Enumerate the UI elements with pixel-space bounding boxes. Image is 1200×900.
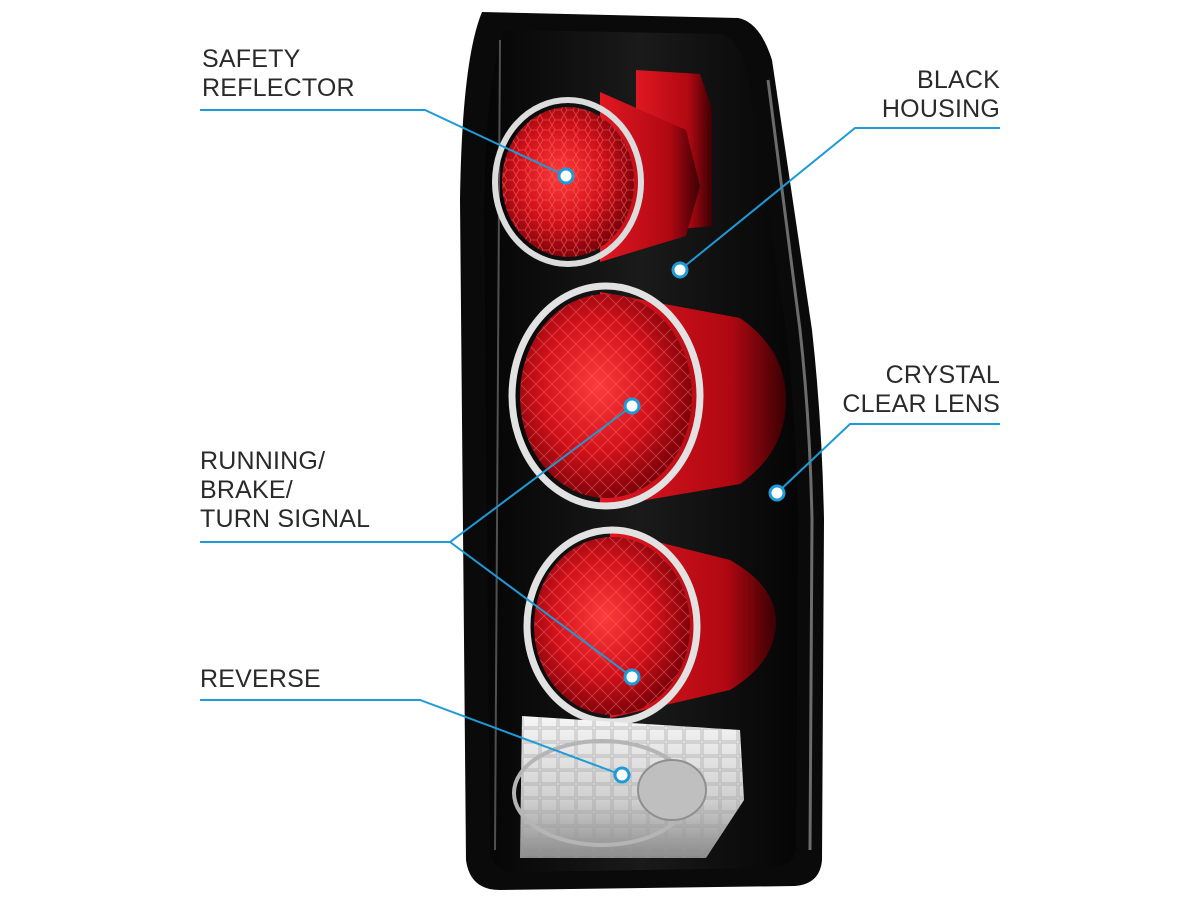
crystal-lens-edge — [766, 79, 814, 851]
label-turn-signal-line: TURN SIGNAL — [200, 505, 371, 533]
label-crystal-clear-lens-line-1: CRYSTAL — [885, 361, 1000, 389]
label-running-line: RUNNING/ — [200, 447, 326, 475]
label-crystal-clear-lens: CRYSTAL CLEAR LENS — [842, 361, 1000, 419]
leader-safety-reflector — [200, 109, 567, 177]
leader-reverse — [200, 699, 623, 776]
dot-black-housing — [671, 261, 689, 279]
dot-safety-reflector — [557, 167, 575, 185]
upper-lens-chrome-ring — [508, 282, 704, 510]
leader-running-brake-turn-lower — [449, 541, 633, 678]
upper-stop-turn-lens — [508, 282, 786, 510]
inner-chrome-trim — [494, 39, 501, 851]
upper-lens-pattern — [520, 294, 692, 498]
label-crystal-clear-lens-line-2: CLEAR LENS — [842, 390, 1000, 418]
dot-crystal-clear-lens — [768, 484, 786, 502]
label-running-brake-turn: RUNNING/ BRAKE/ TURN SIGNAL — [200, 447, 370, 534]
reverse-bulb-reflector — [637, 759, 707, 821]
label-black-housing-line-2: HOUSING — [881, 95, 1000, 123]
label-safety-reflector-line-2: REFLECTOR — [202, 74, 355, 102]
label-safety-reflector: SAFETY REFLECTOR — [202, 45, 355, 103]
dot-running-brake-turn-lower — [623, 668, 641, 686]
leader-crystal-clear-lens — [776, 423, 1000, 494]
reverse-lens-assembly — [512, 716, 744, 858]
dot-running-brake-turn-upper — [623, 397, 641, 415]
lower-stop-turn-lens — [523, 526, 776, 726]
label-black-housing: BLACK HOUSING — [882, 66, 1000, 124]
label-brake-line: BRAKE/ — [200, 476, 293, 504]
label-reverse-line-1: REVERSE — [200, 665, 321, 693]
callout-dots — [557, 167, 786, 784]
leader-black-housing — [679, 127, 1000, 271]
label-black-housing-line-1: BLACK — [917, 66, 1000, 94]
dot-reverse — [613, 766, 631, 784]
lower-lens-pattern — [534, 537, 690, 715]
label-reverse: REVERSE — [200, 665, 321, 694]
callout-leaders — [200, 109, 1000, 776]
reverse-lens-cells — [520, 716, 744, 858]
reflector-chrome-ring — [492, 97, 644, 267]
label-safety-reflector-line-1: SAFETY — [202, 45, 301, 73]
